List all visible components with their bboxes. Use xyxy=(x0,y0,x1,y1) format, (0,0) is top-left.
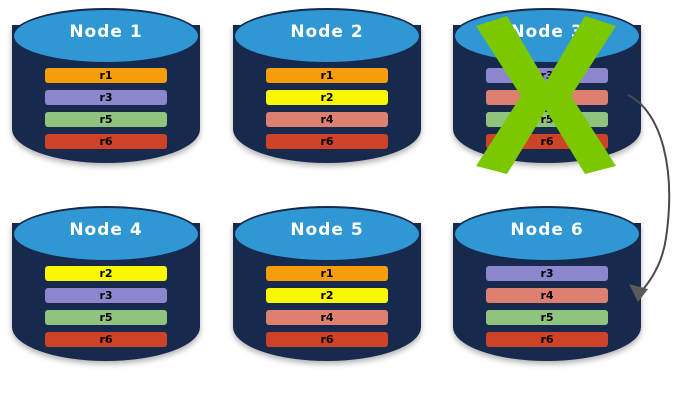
replica-bar[interactable]: r6 xyxy=(266,134,388,149)
node-cylinder-3[interactable]: Node 3 r3 r4 r5 r6 xyxy=(453,8,641,180)
node-cylinder-1[interactable]: Node 1 r1 r3 r5 r6 xyxy=(12,8,200,180)
replica-bar[interactable]: r6 xyxy=(486,332,608,347)
node-label: Node 2 xyxy=(290,22,364,42)
replica-bar[interactable]: r6 xyxy=(45,332,167,347)
node-label: Node 1 xyxy=(69,22,143,42)
node-cylinder-4[interactable]: Node 4 r2 r3 r5 r6 xyxy=(12,206,200,378)
cylinder-top-ellipse xyxy=(12,206,200,262)
node-cylinder-2[interactable]: Node 2 r1 r2 r4 r6 xyxy=(233,8,421,180)
cylinder-top-ellipse xyxy=(233,206,421,262)
replica-list: r1 r3 r5 r6 xyxy=(45,68,167,156)
replica-bar[interactable]: r4 xyxy=(266,310,388,325)
replica-bar[interactable]: r4 xyxy=(486,288,608,303)
node-label: Node 3 xyxy=(510,22,584,42)
replica-bar[interactable]: r2 xyxy=(266,288,388,303)
replica-bar[interactable]: r4 xyxy=(486,90,608,105)
replica-bar[interactable]: r6 xyxy=(266,332,388,347)
replica-bar[interactable]: r5 xyxy=(486,310,608,325)
replica-bar[interactable]: r5 xyxy=(45,112,167,127)
replica-list: r3 r4 r5 r6 xyxy=(486,68,608,156)
replica-bar[interactable]: r3 xyxy=(486,68,608,83)
node-label: Node 6 xyxy=(510,220,584,240)
cylinder-top-ellipse xyxy=(233,8,421,64)
replica-list: r1 r2 r4 r6 xyxy=(266,68,388,156)
replica-bar[interactable]: r1 xyxy=(45,68,167,83)
node-label: Node 4 xyxy=(69,220,143,240)
replica-bar[interactable]: r3 xyxy=(486,266,608,281)
replica-bar[interactable]: r4 xyxy=(266,112,388,127)
replica-bar[interactable]: r6 xyxy=(486,134,608,149)
replica-list: r1 r2 r4 r6 xyxy=(266,266,388,354)
replica-bar[interactable]: r2 xyxy=(266,90,388,105)
replica-bar[interactable]: r3 xyxy=(45,288,167,303)
replica-bar[interactable]: r2 xyxy=(45,266,167,281)
replica-bar[interactable]: r6 xyxy=(45,134,167,149)
node-cylinder-5[interactable]: Node 5 r1 r2 r4 r6 xyxy=(233,206,421,378)
node-cylinder-6[interactable]: Node 6 r3 r4 r5 r6 xyxy=(453,206,641,378)
replica-bar[interactable]: r5 xyxy=(45,310,167,325)
node-label: Node 5 xyxy=(290,220,364,240)
replica-bar[interactable]: r1 xyxy=(266,266,388,281)
replica-bar[interactable]: r3 xyxy=(45,90,167,105)
cylinder-top-ellipse xyxy=(12,8,200,64)
replica-bar[interactable]: r5 xyxy=(486,112,608,127)
replica-bar[interactable]: r1 xyxy=(266,68,388,83)
replica-list: r2 r3 r5 r6 xyxy=(45,266,167,354)
replica-list: r3 r4 r5 r6 xyxy=(486,266,608,354)
